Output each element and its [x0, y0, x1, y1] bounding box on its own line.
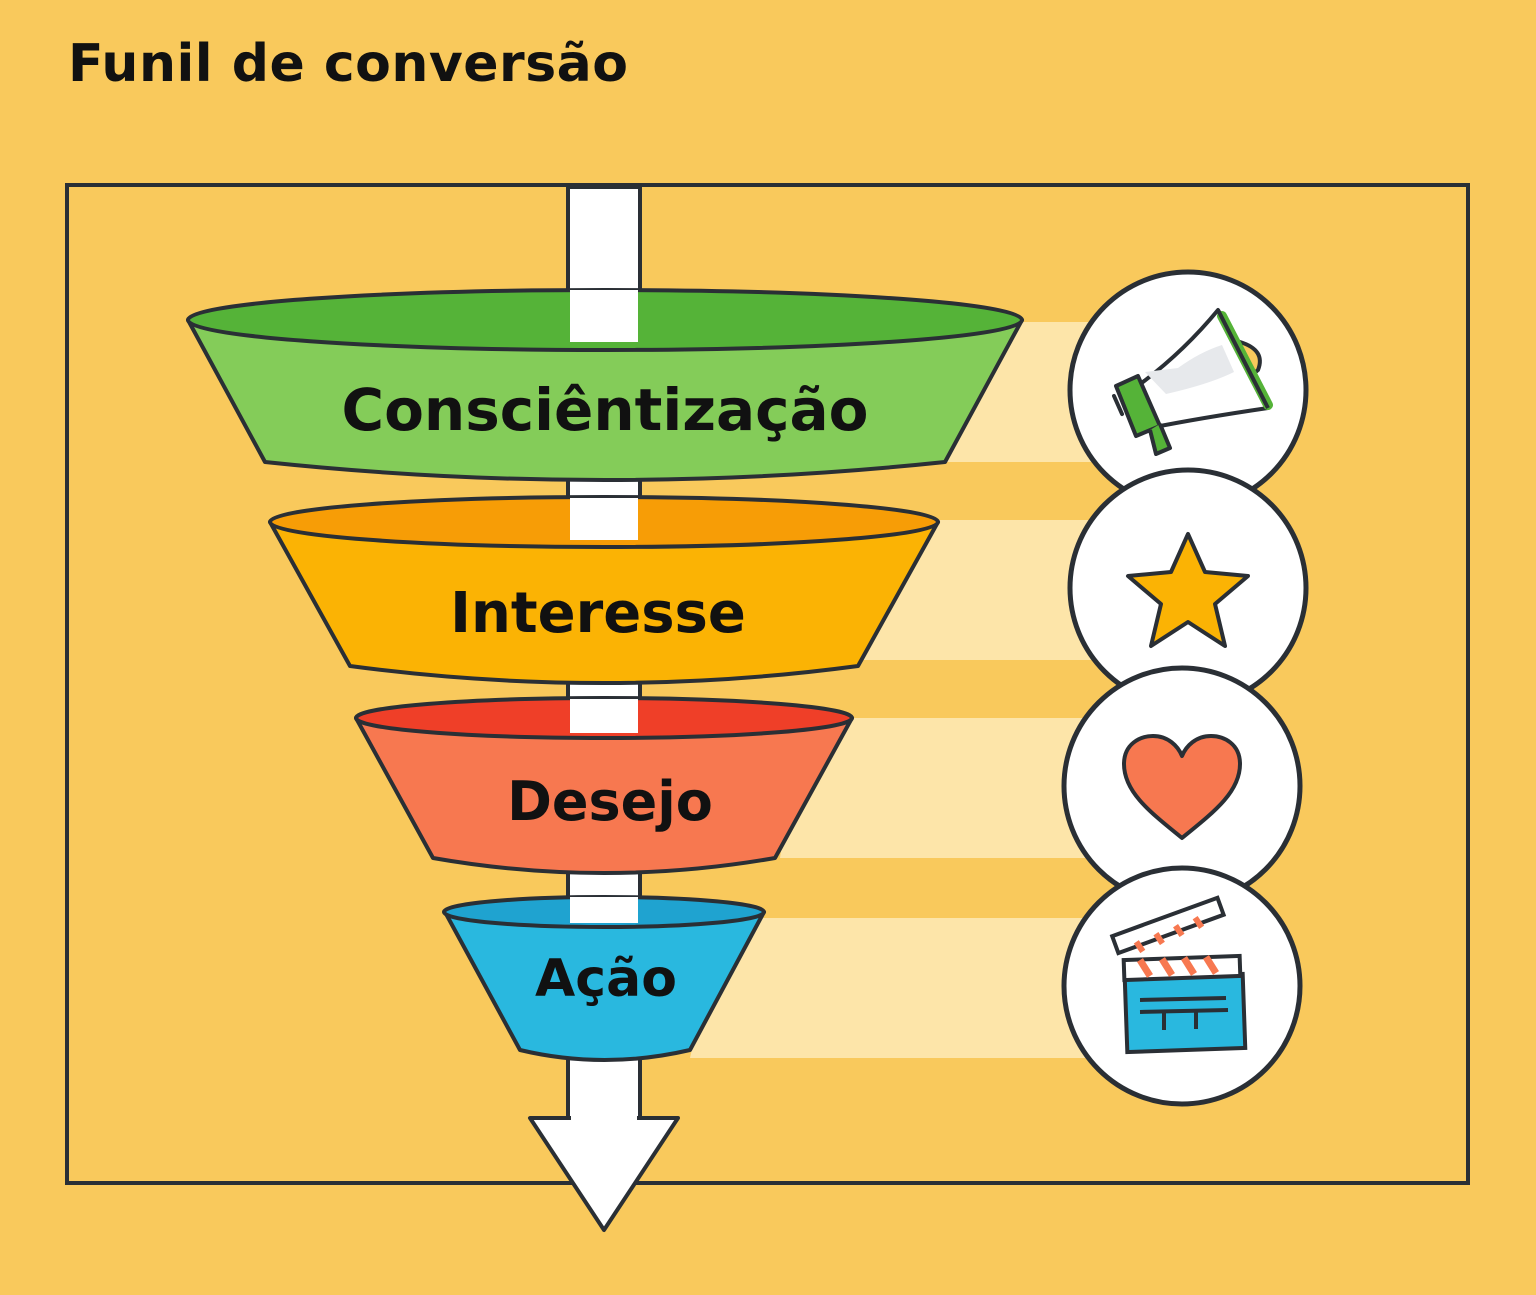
icon-badge-2 [1067, 467, 1309, 709]
funnel-stage-2-shaft-gap [570, 498, 638, 540]
funnel-stage-1-shaft-gap [570, 290, 638, 342]
diagram-frame [65, 183, 1470, 1185]
funnel-stage-4: Ação [442, 895, 766, 1062]
stage-label-1: Consciêntização [342, 376, 869, 444]
flow-arrow-joint [571, 1110, 637, 1124]
icon-badge-3 [1061, 665, 1303, 907]
icon-badge-4 [1061, 865, 1303, 1107]
funnel-stage-2: Interesse [268, 495, 940, 685]
page-title: Funil de conversão [68, 34, 629, 94]
stage-label-4: Ação [535, 949, 677, 1009]
flow-arrow-head [528, 1116, 680, 1232]
funnel-stage-2-body [268, 520, 940, 685]
clapperboard-icon [1109, 895, 1248, 1055]
funnel-stage-1: Consciêntização [186, 288, 1024, 482]
heart-icon [1122, 734, 1242, 840]
funnel-stage-1-body [186, 318, 1024, 482]
funnel-stage-4-body [443, 910, 766, 1062]
star-icon [1126, 532, 1250, 648]
funnel-stage-3-shaft-gap [570, 699, 638, 733]
band-stage-4 [690, 918, 1100, 1058]
funnel-stage-3-body [354, 716, 854, 875]
stage-label-2: Interesse [450, 581, 746, 646]
band-stage-3 [780, 718, 1100, 858]
megaphone-icon [1112, 308, 1273, 456]
funnel-stage-4-shaft-gap [570, 897, 638, 923]
funnel-stage-3: Desejo [354, 696, 854, 875]
stage-label-3: Desejo [507, 770, 713, 833]
